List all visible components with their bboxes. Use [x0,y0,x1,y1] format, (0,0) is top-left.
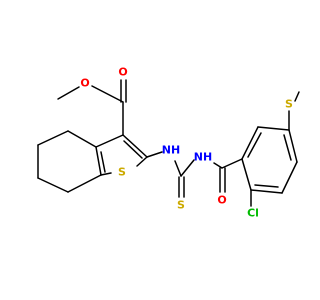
bond-camide-ring [221,158,243,169]
bond-nh2-camide [213,162,223,169]
atom-nh-1: NH [162,144,180,157]
atom-s-ring: S [118,166,126,179]
bond-c7-c7a [67,174,102,193]
bond-c3-c3a [95,134,124,148]
bond-c3a-c4 [67,130,97,148]
bond-c3-c2-a [122,134,148,158]
bond-s-c7a [100,172,112,176]
bond-b2-b3 [257,126,290,131]
atom-cl: Cl [247,207,259,220]
bond-c3a-c7a-b [100,151,106,173]
bond-b1-b2-inner [247,132,262,158]
bond-b4-b5 [281,161,298,194]
bond-c6-c7 [37,177,69,193]
bond-b6-b1 [241,158,252,191]
bond-b3-b4 [288,129,298,163]
bond-nh1-cthio [174,160,182,177]
bonds [37,79,300,207]
bond-b3-b4-inner [283,134,292,161]
bond-c4-c5 [37,130,69,146]
bond-c2-nh1 [146,151,163,158]
atom-s-thio: S [177,199,185,212]
bond-b5-b6-inner [254,184,279,188]
bond-s-methyl [294,91,300,102]
bond-b1-b2 [241,126,259,160]
bond-oxygen-carboxyl-carbon [91,85,124,103]
bond-c2-s [136,156,148,167]
atom-o-amide: O [217,194,226,207]
atom-nh-2: NH [194,151,212,164]
bond-c3-c2-b [123,140,143,159]
bond-methyl-oxygen [57,86,80,100]
atom-o-ester: O [80,77,89,90]
atom-o-carbonyl: O [118,66,127,79]
bond-c3a-c7a-a [95,146,102,176]
bond-cthio-nh2 [180,159,195,177]
molecule-structure: O O S NH NH S O S Cl [37,66,300,220]
atom-s-methyl: S [285,98,293,111]
atom-labels: O O S NH NH S O S Cl [80,66,293,220]
bond-b5-b6 [250,189,283,194]
